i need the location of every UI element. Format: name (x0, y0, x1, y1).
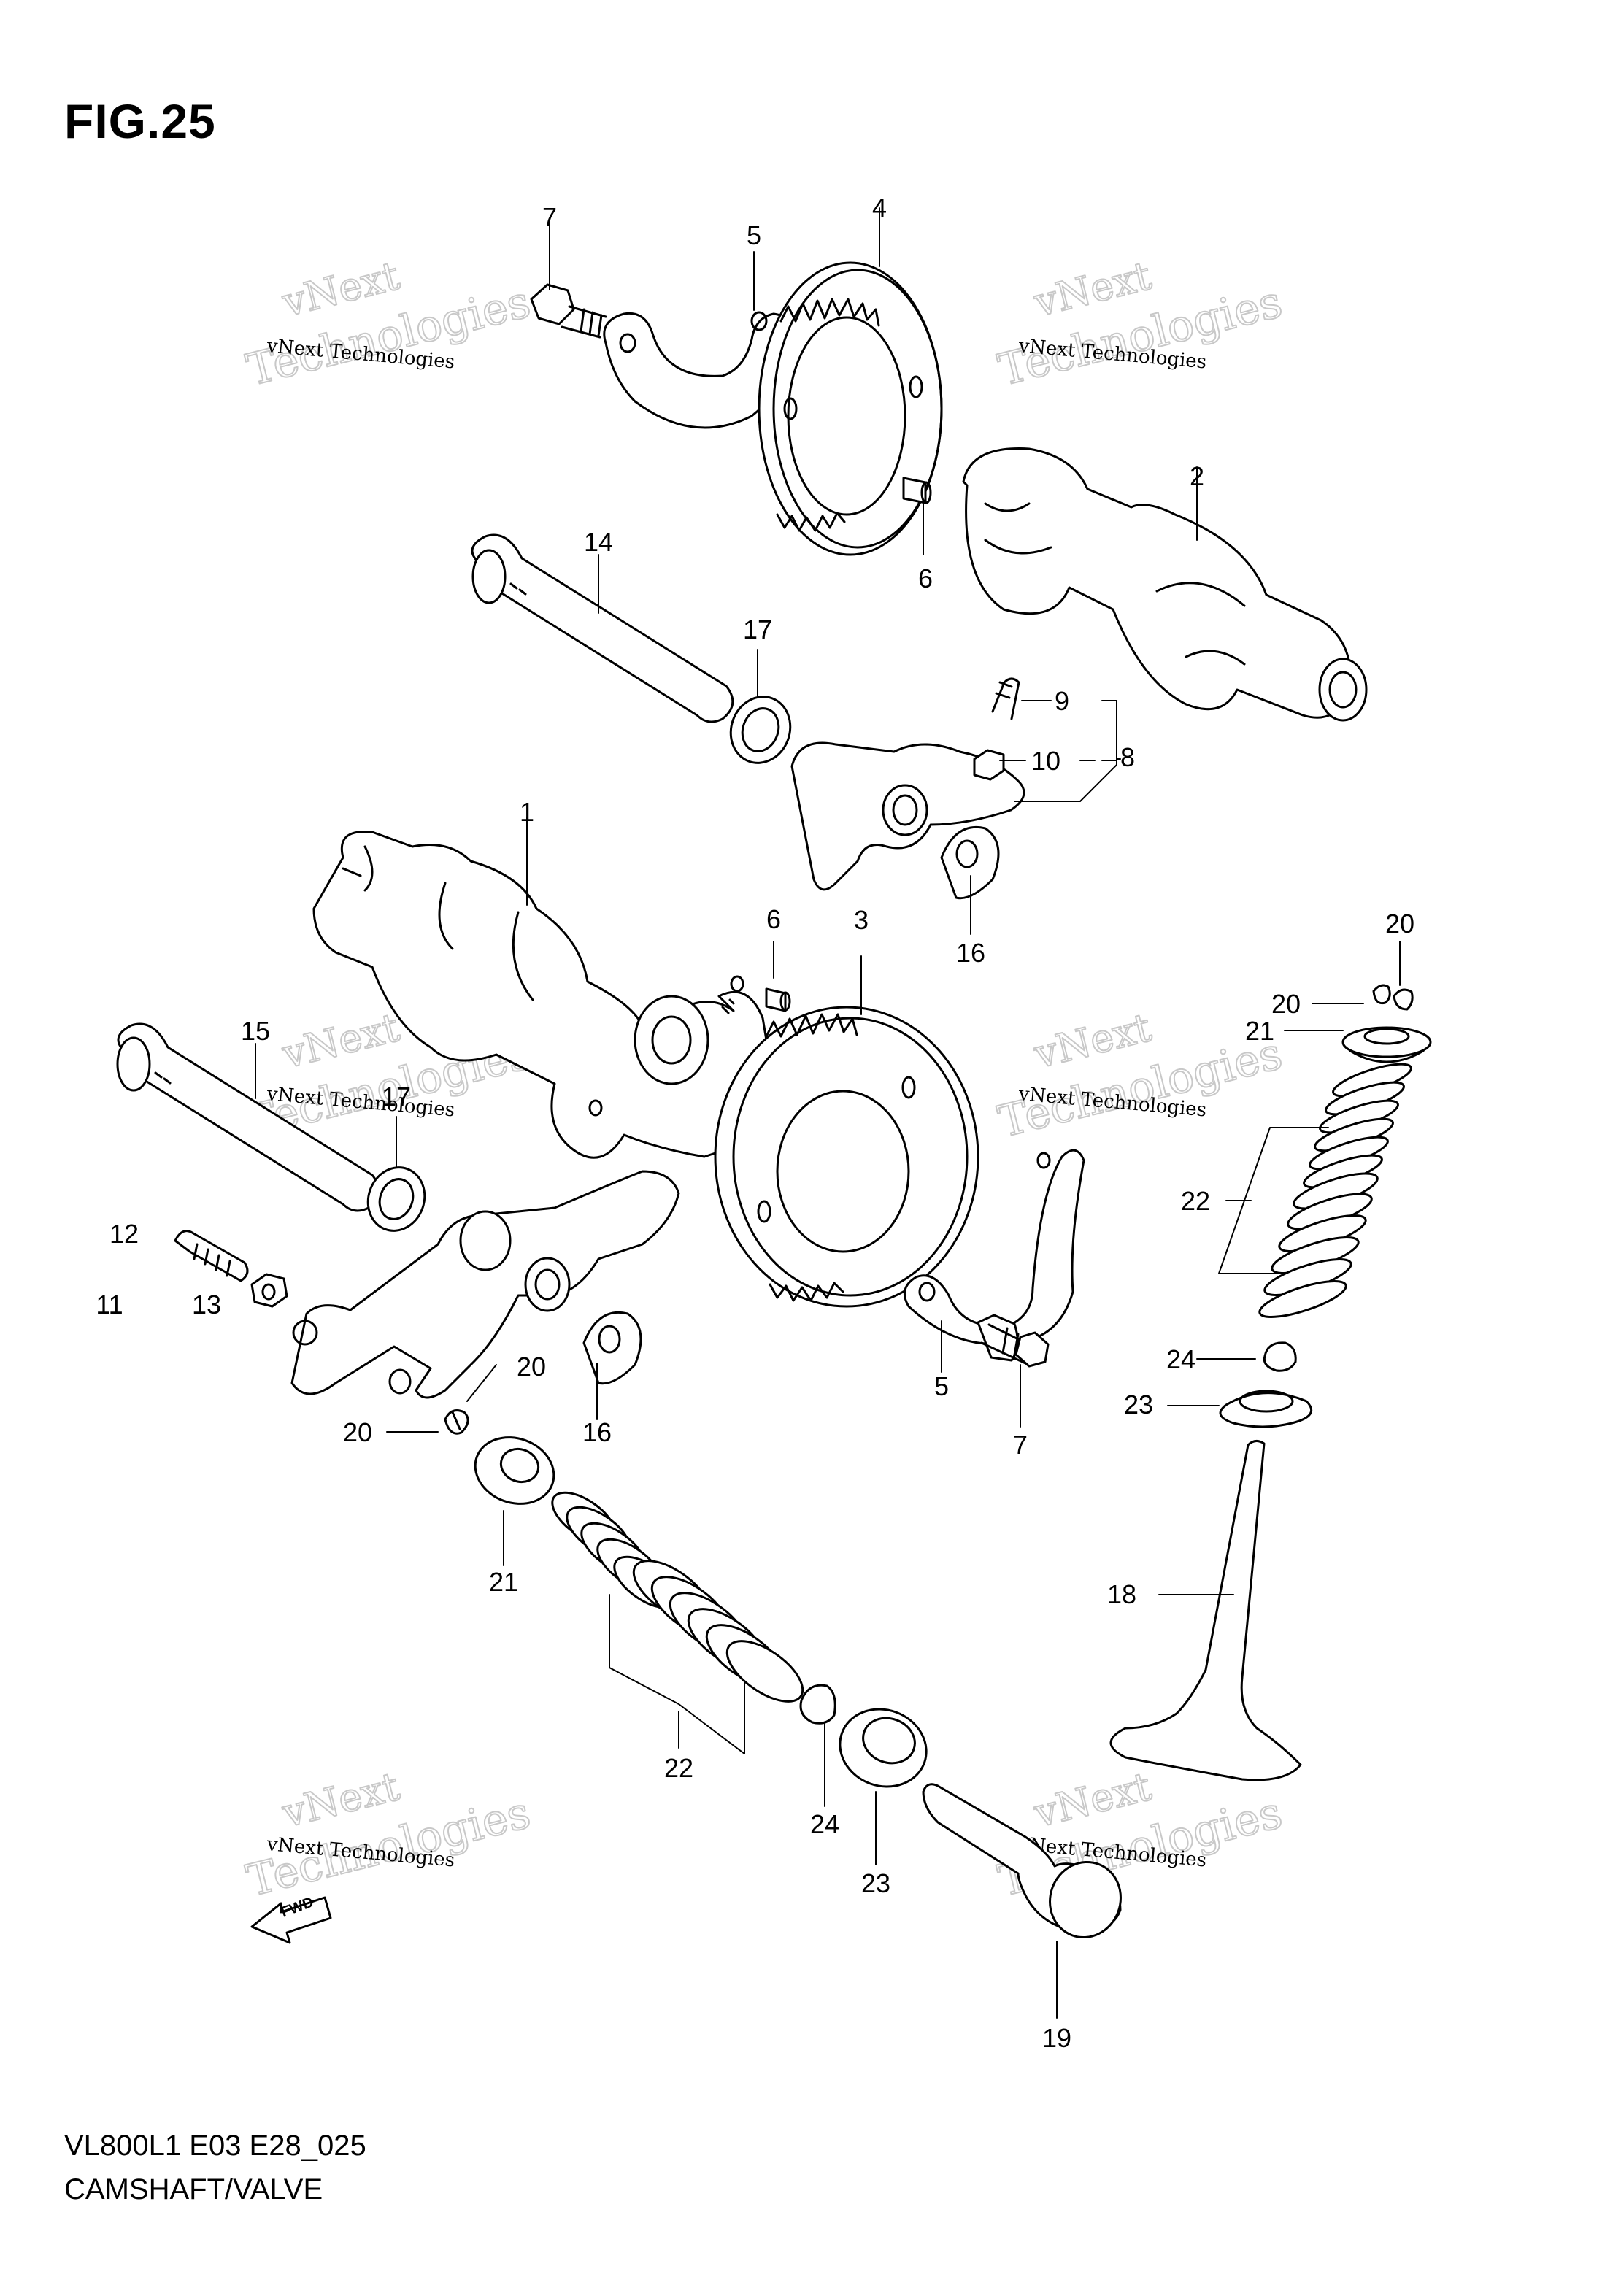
part-5-plate-top (604, 252, 796, 428)
part-2-camshaft-top (963, 449, 1366, 720)
part-21-retainer-lower (466, 1427, 563, 1565)
footer-section-title: CAMSHAFT/VALVE (64, 2173, 323, 2206)
callout-15: 15 (241, 1016, 270, 1046)
part-17-washer-top (722, 650, 800, 771)
callout-18: 18 (1107, 1579, 1136, 1609)
part-6-pin-lower (766, 941, 790, 1011)
part-11-rocker-arm-lower (175, 1171, 679, 1398)
figure-title: FIG.25 (64, 94, 216, 148)
callout-19: 19 (1042, 2023, 1071, 2053)
callout-8: 8 (1120, 742, 1135, 772)
callout-labels: 7 5 4 2 6 14 17 9 10 8 16 1 6 3 15 17 12… (96, 193, 1414, 2053)
callout-5-top: 5 (747, 220, 761, 250)
callout-22-lower: 22 (664, 1753, 693, 1783)
callout-11: 11 (96, 1290, 123, 1320)
callout-20-right-top: 20 (1385, 909, 1414, 939)
part-3-sprocket-lower (715, 956, 978, 1306)
callout-23-lower: 23 (861, 1868, 890, 1898)
callout-20-lower-left: 20 (343, 1417, 372, 1447)
part-24-seal-lower (801, 1685, 835, 1806)
callout-6-top: 6 (918, 563, 933, 593)
callout-16-lower: 16 (582, 1417, 612, 1447)
part-22-spring-right (1219, 1058, 1414, 1324)
part-23-seat-lower (829, 1698, 937, 1865)
part-24-seal-right (1197, 1343, 1295, 1371)
part-14-rocker-shaft-top (472, 535, 733, 722)
footer-model-code: VL800L1 E03 E28_025 (64, 2130, 366, 2162)
callout-9: 9 (1055, 686, 1069, 716)
part-7-bolt-lower (978, 1315, 1048, 1427)
callout-24-right: 24 (1166, 1344, 1195, 1374)
callout-22-right: 22 (1181, 1186, 1210, 1216)
callout-5-lower: 5 (934, 1371, 949, 1401)
part-7-bolt-top (531, 219, 606, 337)
callout-23-right: 23 (1124, 1390, 1153, 1419)
callout-21-right: 21 (1245, 1016, 1274, 1046)
callout-3: 3 (854, 905, 869, 935)
part-16-plate-top (942, 827, 998, 934)
callout-7-lower: 7 (1013, 1430, 1028, 1460)
callout-20-lower-top: 20 (517, 1352, 546, 1382)
callout-1: 1 (520, 797, 534, 827)
part-16-plate-lower (584, 1312, 641, 1419)
callout-16-top: 16 (956, 938, 985, 968)
callout-13: 13 (192, 1290, 221, 1320)
callout-12: 12 (109, 1219, 139, 1249)
callout-17-top: 17 (743, 615, 772, 644)
callout-7-top: 7 (542, 202, 557, 232)
callout-14: 14 (584, 527, 613, 557)
callout-17-lower: 17 (382, 1082, 411, 1112)
part-20-cotters-lower (387, 1365, 496, 1433)
part-17-washer-lower (359, 1117, 434, 1238)
part-22-spring-lower (544, 1483, 812, 1754)
callout-2: 2 (1190, 461, 1204, 491)
part-21-retainer-right (1285, 1028, 1431, 1062)
part-23-seat-right (1168, 1391, 1312, 1427)
callout-4: 4 (872, 193, 887, 223)
callout-6-lower: 6 (766, 904, 781, 934)
part-20-cotters-right (1312, 941, 1412, 1009)
part-6-pin-top (904, 478, 931, 555)
callout-21-lower: 21 (489, 1567, 518, 1597)
part-19-valve-lower (923, 1784, 1131, 2018)
callout-10: 10 (1031, 746, 1060, 776)
callout-24-lower: 24 (810, 1809, 839, 1839)
part-8-rocker-arm-top (792, 679, 1120, 890)
part-4-sprocket-top (759, 208, 942, 555)
callout-20-right: 20 (1271, 989, 1301, 1019)
part-18-valve-right (1111, 1441, 1301, 1779)
